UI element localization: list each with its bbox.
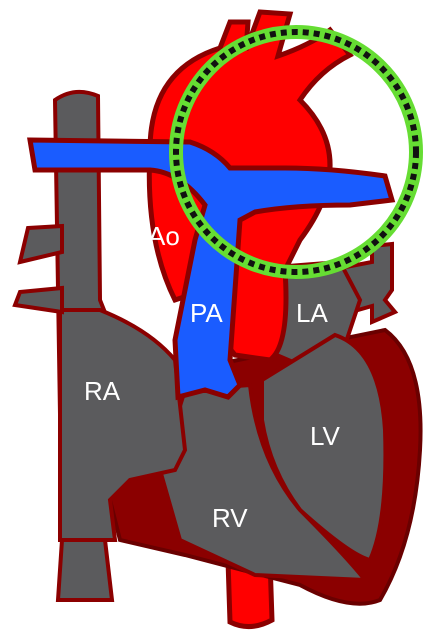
right-pulmonary-vein-lower <box>15 288 62 312</box>
label-rv: RV <box>212 503 248 533</box>
label-la: LA <box>296 298 328 328</box>
label-lv: LV <box>310 421 341 451</box>
label-ra: RA <box>84 376 121 406</box>
label-pa: PA <box>190 298 223 328</box>
label-ao: Ao <box>148 221 180 251</box>
